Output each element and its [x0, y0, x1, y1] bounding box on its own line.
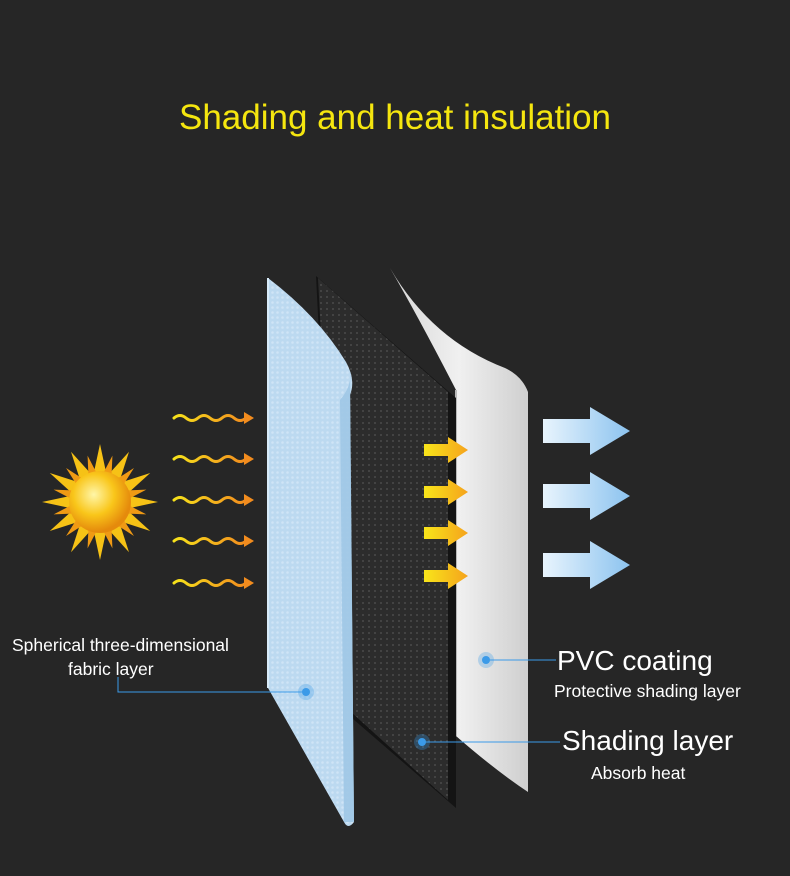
- marker-dots: [298, 652, 494, 750]
- wavy-heat-arrow-icon: [172, 535, 254, 547]
- heat-arrow-icon: [424, 520, 468, 546]
- outgoing-cool-arrows: [543, 407, 630, 589]
- fabric-label-line1: Spherical three-dimensional: [12, 635, 229, 655]
- wavy-heat-arrow-icon: [172, 453, 254, 465]
- cool-arrow-icon: [543, 472, 630, 520]
- heat-arrow-icon: [424, 437, 468, 463]
- fabric-leader-line: [117, 677, 306, 693]
- wavy-heat-arrow-icon: [172, 494, 254, 506]
- diagram-title: Shading and heat insulation: [178, 98, 611, 137]
- shading-layer-description: Absorb heat: [591, 763, 686, 783]
- wavy-heat-arrow-icon: [172, 577, 254, 589]
- pvc-coating-description: Protective shading layer: [554, 681, 741, 701]
- leader-lines: [117, 659, 560, 743]
- sun-icon: [42, 444, 158, 560]
- fabric-layer: [267, 278, 354, 826]
- fabric-layer-label: Spherical three-dimensional fabric layer: [12, 633, 229, 681]
- wavy-heat-arrow-icon: [172, 412, 254, 424]
- absorbed-heat-arrows: [424, 437, 468, 589]
- fabric-label-line2: fabric layer: [68, 659, 154, 679]
- pvc-coating-label: PVC coating: [557, 645, 713, 676]
- cool-arrow-icon: [543, 541, 630, 589]
- incoming-heat-arrows: [172, 412, 254, 589]
- shading-layer-label: Shading layer: [562, 725, 734, 756]
- heat-arrow-icon: [424, 479, 468, 505]
- cool-arrow-icon: [543, 407, 630, 455]
- heat-arrow-icon: [424, 563, 468, 589]
